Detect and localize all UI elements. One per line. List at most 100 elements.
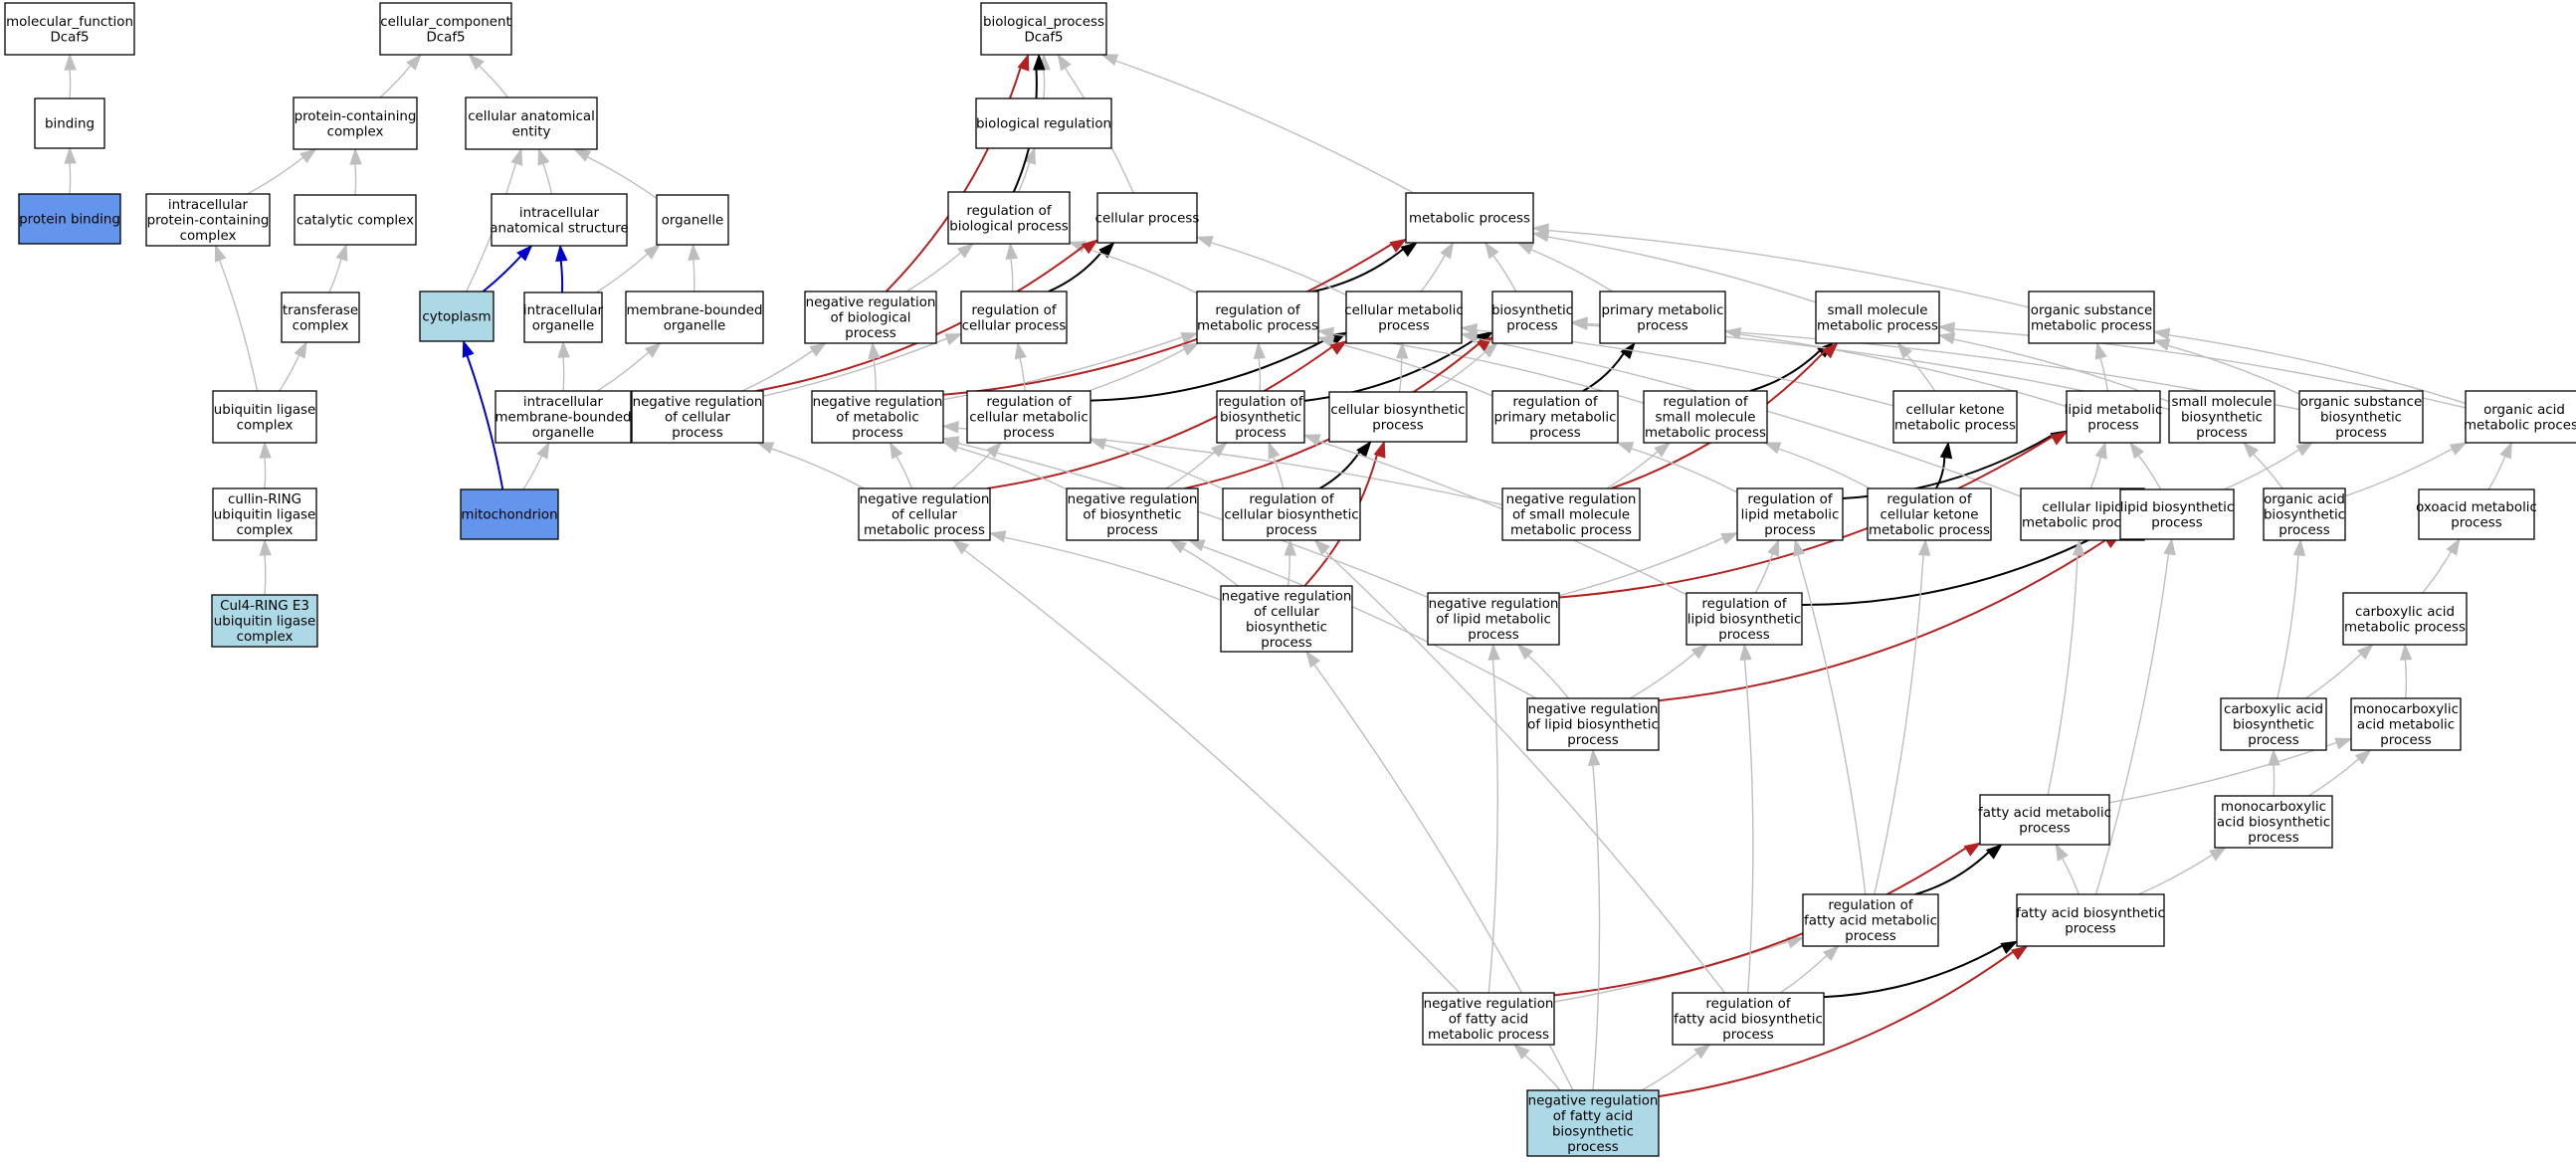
term-label-line: process [1506, 318, 1557, 333]
term-label-line: fatty acid biosynthetic [1674, 1013, 1823, 1028]
edge-line [2094, 553, 2170, 895]
term-node-catalytic[interactable]: catalytic complex [294, 194, 417, 246]
edge-arrowhead [299, 148, 317, 164]
term-box [34, 97, 105, 149]
term-node-mp[interactable]: metabolic process [1405, 192, 1534, 244]
edge-line [1090, 335, 1332, 402]
edge-fabp-to-lbp [2094, 537, 2176, 895]
term-label-line: anatomical structure [490, 221, 628, 236]
edge-arrowhead [1373, 440, 1386, 459]
term-node-protein_binding[interactable]: protein binding [18, 193, 121, 245]
term-label-line: monocarboxylic [2353, 702, 2459, 717]
edge-arrowhead [294, 340, 307, 359]
term-label-line: metabolic process [1894, 418, 2016, 433]
edge-arrowhead [1195, 236, 1214, 248]
term-node-mito[interactable]: mitochondrion [460, 488, 559, 540]
term-label-line: process [2087, 418, 2138, 433]
term-label-line: biological_process [983, 15, 1104, 30]
edge-line [2089, 457, 2101, 489]
term-label-line: process [1718, 628, 1769, 643]
edge-line [379, 65, 412, 98]
term-label-line: regulation of [1215, 303, 1299, 318]
term-label-line: regulation of [1705, 997, 1790, 1012]
term-node-binding[interactable]: binding [34, 97, 105, 149]
term-node-cytoplasm[interactable]: cytoplasm [419, 290, 495, 342]
term-node-breg[interactable]: biological regulation [975, 97, 1112, 149]
edge-line [1303, 335, 1480, 402]
term-label-line: metabolic process [2344, 620, 2466, 635]
edge-arrowhead [1098, 241, 1115, 259]
edge-line [1914, 851, 1990, 895]
term-label-line: metabolic process [2464, 418, 2576, 433]
edge-rfabp-to-rcbp [1313, 539, 1726, 994]
term-node-organelle[interactable]: organelle [656, 194, 729, 246]
edge-arrowhead [2163, 537, 2176, 556]
term-node-cp[interactable]: cellular process [1095, 192, 1200, 244]
term-label-line: organelle [664, 318, 726, 333]
edge-imbo-to-intra_org [557, 340, 570, 392]
term-label-line: membrane-bounded [627, 303, 763, 318]
term-box [2263, 487, 2346, 541]
term-label-line: of small molecule [1512, 508, 1630, 523]
